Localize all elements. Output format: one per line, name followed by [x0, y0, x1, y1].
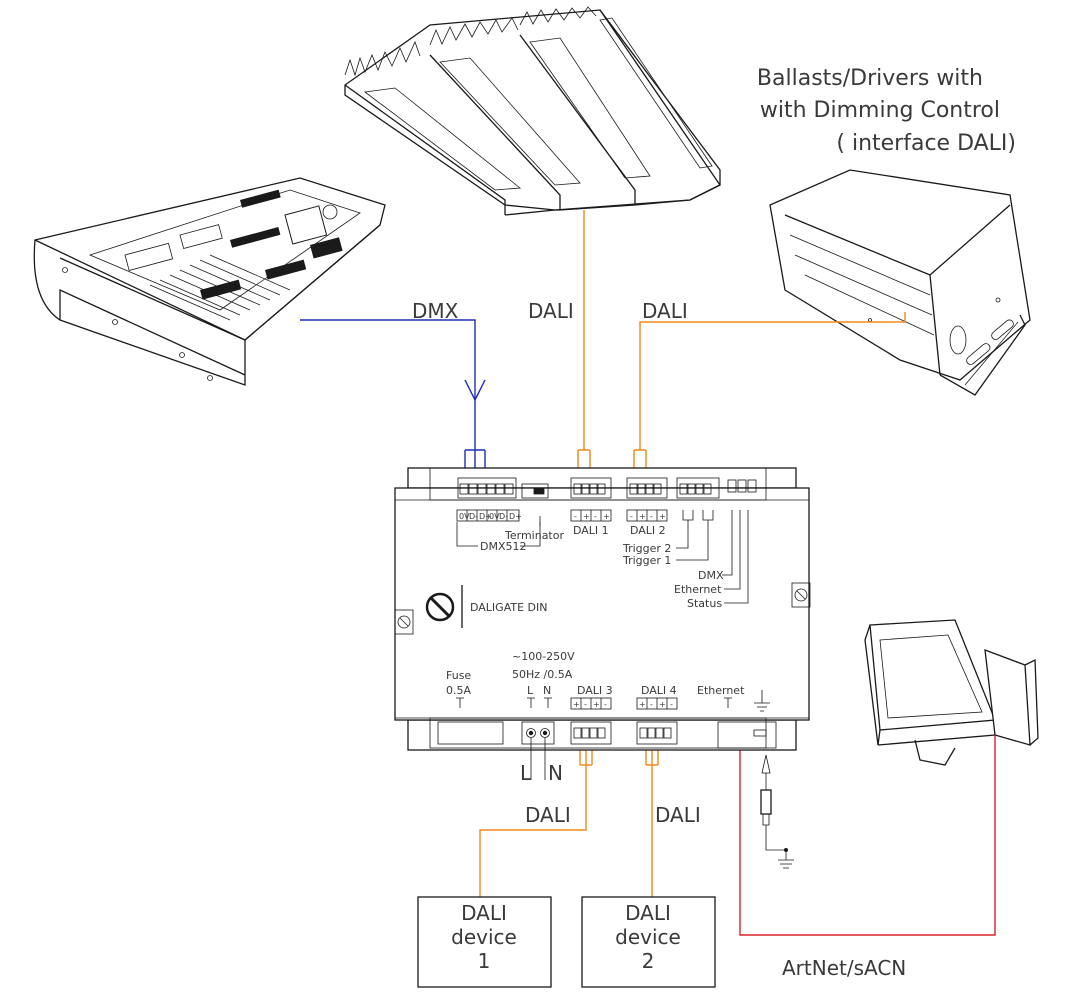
l-wire-label: L — [520, 761, 532, 785]
artnet-label: ArtNet/sACN — [782, 956, 906, 980]
dali-lines — [479, 210, 906, 897]
dali-label-top-2: DALI — [642, 299, 688, 323]
daligate-din-device — [394, 467, 811, 780]
dali4-pin-3: + — [659, 700, 666, 709]
terminator-label: Terminator — [504, 529, 564, 542]
ballasts-label-line3: ( interface DALI) — [836, 131, 1016, 156]
dali-label-bottom-2: DALI — [655, 803, 701, 827]
dali4-pin-2: - — [650, 700, 653, 709]
fuse-label: Fuse — [446, 669, 471, 682]
dali2-pin-4: + — [659, 512, 666, 521]
device2-line1: DALI — [625, 901, 671, 925]
device1-line1: DALI — [461, 901, 507, 925]
n-terminal-label: N — [543, 684, 551, 697]
trigger1-label: Trigger 1 — [622, 554, 671, 567]
dali4-pin-4: - — [670, 700, 673, 709]
led-dmx-label: DMX — [698, 569, 724, 582]
led-ethernet-label: Ethernet — [674, 583, 722, 596]
dmx-pin-3: D+ — [479, 512, 492, 521]
device2-line2: device — [615, 925, 681, 949]
dali-device-2-box — [581, 896, 716, 988]
dmx-line — [300, 319, 486, 475]
dali1-pin-4: + — [603, 512, 610, 521]
ethernet-label: Ethernet — [697, 684, 745, 697]
dali4-label: DALI 4 — [641, 684, 677, 697]
ballast-driver-box — [769, 169, 1031, 396]
dmx-pin-6: D+ — [509, 512, 522, 521]
dmx512-label: DMX512 — [480, 540, 527, 553]
dali3-label: DALI 3 — [577, 684, 613, 697]
computer-monitor — [864, 619, 1039, 766]
n-wire-label: N — [548, 761, 563, 785]
dali3-pin-3: + — [593, 700, 600, 709]
ballasts-label-line1: Ballasts/Drivers with — [757, 66, 983, 91]
dali3-pin-4: - — [604, 700, 607, 709]
dali-label-top-1: DALI — [528, 299, 574, 323]
trigger2-label: Trigger 2 — [622, 542, 671, 555]
dali3-pin-2: - — [584, 700, 587, 709]
dmx-label: DMX — [412, 299, 459, 323]
l-terminal-label: L — [527, 684, 534, 697]
frequency-label: 50Hz /0.5A — [512, 668, 573, 681]
dmx-pin-1: 0V — [459, 512, 470, 521]
dmx-pin-5: D- — [499, 512, 508, 521]
daligate-logo-icon — [425, 592, 455, 622]
lighting-console — [33, 177, 386, 386]
dali1-pin-2: + — [583, 512, 590, 521]
device1-line3: 1 — [478, 949, 491, 973]
dali3-pin-1: + — [573, 700, 580, 709]
dali4-pin-1: + — [639, 700, 646, 709]
dali1-pin-3: - — [594, 512, 597, 521]
fuse-value-label: 0.5A — [446, 684, 471, 697]
device-name-label: DALIGATE DIN — [470, 601, 547, 614]
dmx-pin-2: D- — [469, 512, 478, 521]
dali1-pin-1: - — [574, 512, 577, 521]
dali-device-1-box — [417, 896, 552, 988]
luminaire-fixtures — [344, 6, 721, 216]
dali2-pin-2: + — [639, 512, 646, 521]
led-status-label: Status — [687, 597, 722, 610]
ballasts-label-line2: with Dimming Control — [760, 98, 1000, 123]
device1-line2: device — [451, 925, 517, 949]
dali-label-bottom-1: DALI — [525, 803, 571, 827]
artnet-line — [739, 728, 996, 936]
dali2-pin-3: - — [650, 512, 653, 521]
ground-connector — [760, 754, 794, 869]
dmx-pin-4: 0V — [489, 512, 500, 521]
dali1-label: DALI 1 — [573, 524, 609, 537]
voltage-label: ~100-250V — [512, 650, 575, 663]
dali2-pin-1: - — [630, 512, 633, 521]
dali2-label: DALI 2 — [630, 524, 666, 537]
device2-line3: 2 — [642, 949, 655, 973]
